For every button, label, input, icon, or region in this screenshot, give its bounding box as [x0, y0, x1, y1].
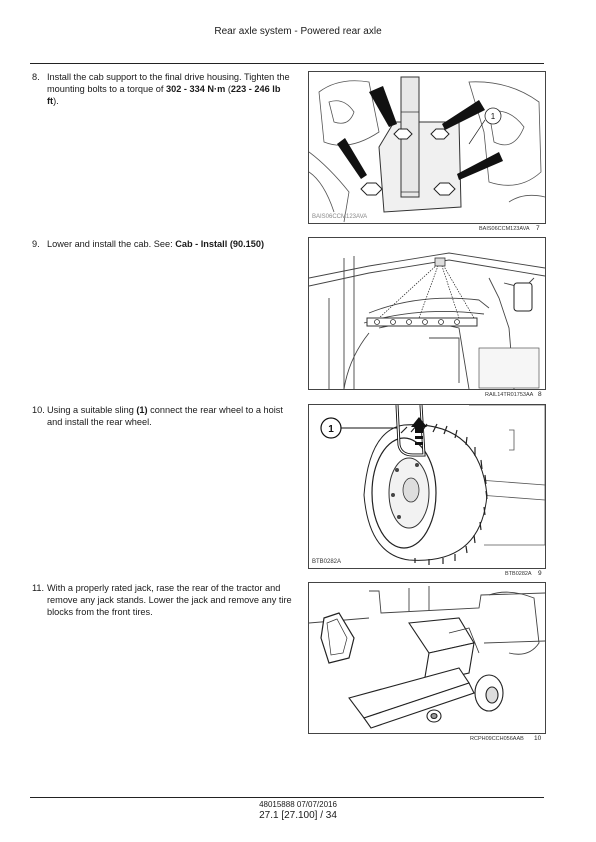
figure-8-code: RAIL14TR01753AA	[485, 392, 534, 398]
step-text-bold: (1)	[136, 405, 148, 415]
step-number: 10.	[32, 405, 45, 415]
figure-9-inner-code: BTB0282A	[312, 559, 342, 565]
figure-8-image	[308, 237, 546, 390]
step-text-run: ).	[53, 96, 59, 106]
figure-9-number: 9	[538, 570, 542, 577]
step-text-bold: Cab - Install (90.150)	[175, 239, 265, 249]
step-text-run: connect the rear wheel to a hoist and in…	[47, 405, 283, 427]
step-text-run: (	[225, 84, 231, 94]
figure-7-inner-code: BAIS06CCM123AVA	[312, 214, 368, 220]
footer-rule	[30, 797, 544, 798]
header-rule	[30, 63, 544, 64]
cab-support-bolts-illustration: 1	[309, 76, 545, 223]
step-text: Using a suitable sling (1) connect the r…	[32, 404, 294, 428]
figure-7-callout: 1	[491, 112, 496, 121]
step-9: 9. Lower and install the cab. See: Cab -…	[32, 238, 294, 250]
figure-10-image	[308, 582, 546, 734]
figure-10-code: RCPH09CCH056AAB	[470, 736, 524, 742]
figure-7-image: 1 BAIS06CCM123AVA	[308, 71, 546, 224]
footer-page-number: 27.1 [27.100] / 34	[259, 810, 337, 821]
step-number: 11.	[32, 583, 45, 593]
figure-9-code: BTB0282A	[505, 571, 532, 577]
step-number: 9.	[32, 239, 40, 249]
step-text-run: Install the cab support to the final dri…	[47, 72, 290, 94]
step-text: Install the cab support to the final dri…	[32, 71, 294, 107]
step-8: 8. Install the cab support to the final …	[32, 71, 294, 107]
rear-wheel-sling-illustration: 1	[320, 405, 545, 565]
jack-lowering-illustration	[309, 586, 545, 729]
step-11: 11. With a properly rated jack, rase the…	[32, 582, 294, 618]
figure-10-number: 10	[534, 735, 542, 742]
step-text: Lower and install the cab. See: Cab - In…	[32, 238, 294, 250]
step-text-run: With a properly rated jack, rase the rea…	[47, 583, 292, 617]
step-text-bold: 302 - 334 N·m	[166, 84, 226, 94]
figure-8-number: 8	[538, 391, 542, 398]
figure-7-code: BAIS06CCM123AVA	[479, 226, 530, 232]
figure-9-image: 1 BTB0282A	[308, 404, 546, 569]
step-number: 8.	[32, 72, 40, 82]
figure-9-callout: 1	[328, 424, 334, 435]
footer-doc-ref: 48015888 07/07/2016	[259, 800, 337, 809]
step-text-run: Using a suitable sling	[47, 405, 137, 415]
step-10: 10. Using a suitable sling (1) connect t…	[32, 404, 294, 428]
figure-7-number: 7	[536, 225, 540, 232]
page-header-title: Rear axle system - Powered rear axle	[214, 26, 382, 37]
step-text-run: Lower and install the cab. See:	[47, 239, 176, 249]
step-text-bold: 223 - 246 lb ft	[47, 84, 281, 106]
cab-lowering-illustration	[309, 252, 545, 389]
step-text: With a properly rated jack, rase the rea…	[32, 582, 294, 618]
